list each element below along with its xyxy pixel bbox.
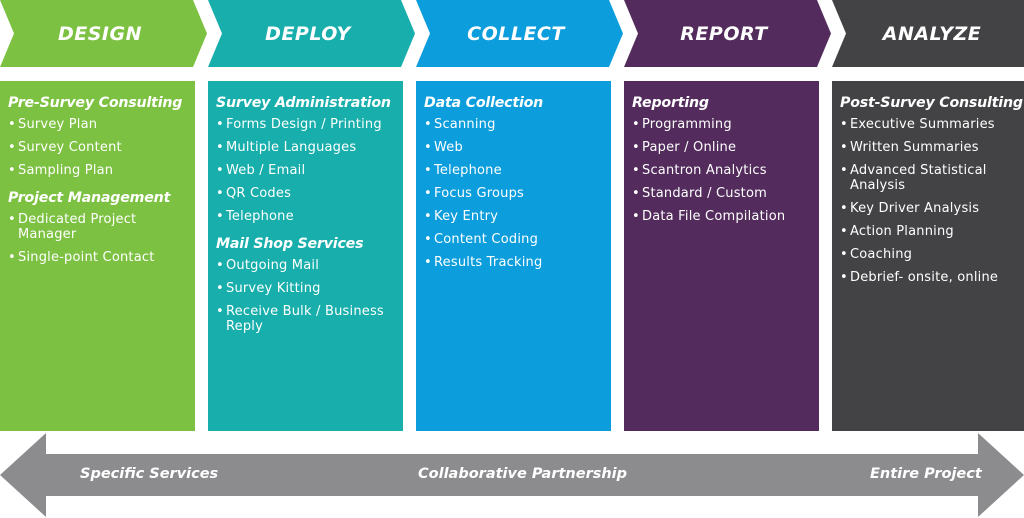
chevron-shape: [832, 0, 1024, 67]
chevron-shape: [0, 0, 207, 67]
list-item: •Outgoing Mail: [216, 258, 320, 273]
list-item: •Telephone: [216, 209, 294, 224]
list-item: •Standard / Custom: [632, 186, 767, 201]
double-arrow-icon: [0, 433, 1024, 517]
section-title: Survey Administration: [216, 95, 391, 111]
chevron-shape: [624, 0, 831, 67]
stage-panel-deploy: Survey Administration •Forms Design / Pr…: [208, 81, 403, 431]
list-item: •Single-point Contact: [8, 250, 155, 265]
section-title: Project Management: [8, 190, 171, 206]
list-item: •Multiple Languages: [216, 140, 357, 155]
section-title: Post-Survey Consulting: [840, 95, 1023, 111]
service-list: •Dedicated Project Manager •Single-point…: [8, 212, 187, 265]
service-list: •Executive Summaries •Written Summaries …: [840, 117, 1016, 285]
section-title: Pre-Survey Consulting: [8, 95, 183, 111]
stage-header-analyze: ANALYZE: [882, 22, 982, 45]
section-title: Data Collection: [424, 95, 544, 111]
list-item: •Survey Content: [8, 140, 122, 155]
stage-chevron-deploy: DEPLOY: [208, 0, 416, 67]
list-item: •QR Codes: [216, 186, 292, 201]
stage-chevron-analyze: ANALYZE: [832, 0, 1024, 67]
stage-panel-analyze: Post-Survey Consulting •Executive Summar…: [832, 81, 1024, 431]
list-item: •Scanning: [424, 117, 496, 132]
chevron-shape: [416, 0, 623, 67]
chevron-shape: [208, 0, 415, 67]
list-item: •Key Entry: [424, 209, 499, 224]
list-item: •Programming: [632, 117, 732, 132]
list-item: •Coaching: [840, 247, 913, 262]
list-item: •Executive Summaries: [840, 117, 995, 132]
list-item: •Key Driver Analysis: [840, 201, 980, 216]
list-item: •Content Coding: [424, 232, 539, 247]
list-item: •Web: [424, 140, 463, 155]
stage-chevron-design: DESIGN: [0, 0, 208, 67]
list-item: •Web / Email: [216, 163, 306, 178]
scope-label-left: Specific Services: [80, 466, 219, 482]
list-item: •Advanced Statistical Analysis: [840, 163, 987, 193]
list-item: •Debrief- onsite, online: [840, 270, 999, 285]
service-list: •Forms Design / Printing •Multiple Langu…: [216, 117, 395, 224]
list-item: •Dedicated Project Manager: [8, 212, 137, 242]
stage-chevron-report: REPORT: [624, 0, 832, 67]
list-item: •Focus Groups: [424, 186, 525, 201]
stage-header-collect: COLLECT: [467, 22, 565, 45]
service-list: •Outgoing Mail •Survey Kitting •Receive …: [216, 258, 395, 334]
stage-header-design: DESIGN: [57, 22, 142, 45]
stage-panel-design: Pre-Survey Consulting •Survey Plan •Surv…: [0, 81, 195, 431]
list-item: •Telephone: [424, 163, 502, 178]
scope-label-center: Collaborative Partnership: [418, 466, 628, 482]
section-title: Reporting: [632, 95, 709, 111]
list-item: •Action Planning: [840, 224, 954, 239]
section-title: Mail Shop Services: [216, 236, 364, 252]
service-list: •Survey Plan •Survey Content •Sampling P…: [8, 117, 187, 178]
stage-panel-report: Reporting •Programming •Paper / Online •…: [624, 81, 819, 431]
stage-panel-collect: Data Collection •Scanning •Web •Telephon…: [416, 81, 611, 431]
list-item: •Data File Compilation: [632, 209, 786, 224]
list-item: •Forms Design / Printing: [216, 117, 382, 132]
list-item: •Written Summaries: [840, 140, 979, 155]
scope-label-right: Entire Project: [870, 466, 982, 482]
list-item: •Scantron Analytics: [632, 163, 767, 178]
list-item: •Sampling Plan: [8, 163, 114, 178]
list-item: •Receive Bulk / Business Reply: [216, 304, 384, 334]
stage-header-deploy: DEPLOY: [265, 22, 351, 45]
list-item: •Results Tracking: [424, 255, 543, 270]
list-item: •Survey Kitting: [216, 281, 321, 296]
stage-header-report: REPORT: [680, 22, 768, 45]
list-item: •Paper / Online: [632, 140, 737, 155]
service-list: •Programming •Paper / Online •Scantron A…: [632, 117, 811, 224]
service-list: •Scanning •Web •Telephone •Focus Groups …: [424, 117, 603, 270]
stage-chevron-collect: COLLECT: [416, 0, 624, 67]
list-item: •Survey Plan: [8, 117, 98, 132]
